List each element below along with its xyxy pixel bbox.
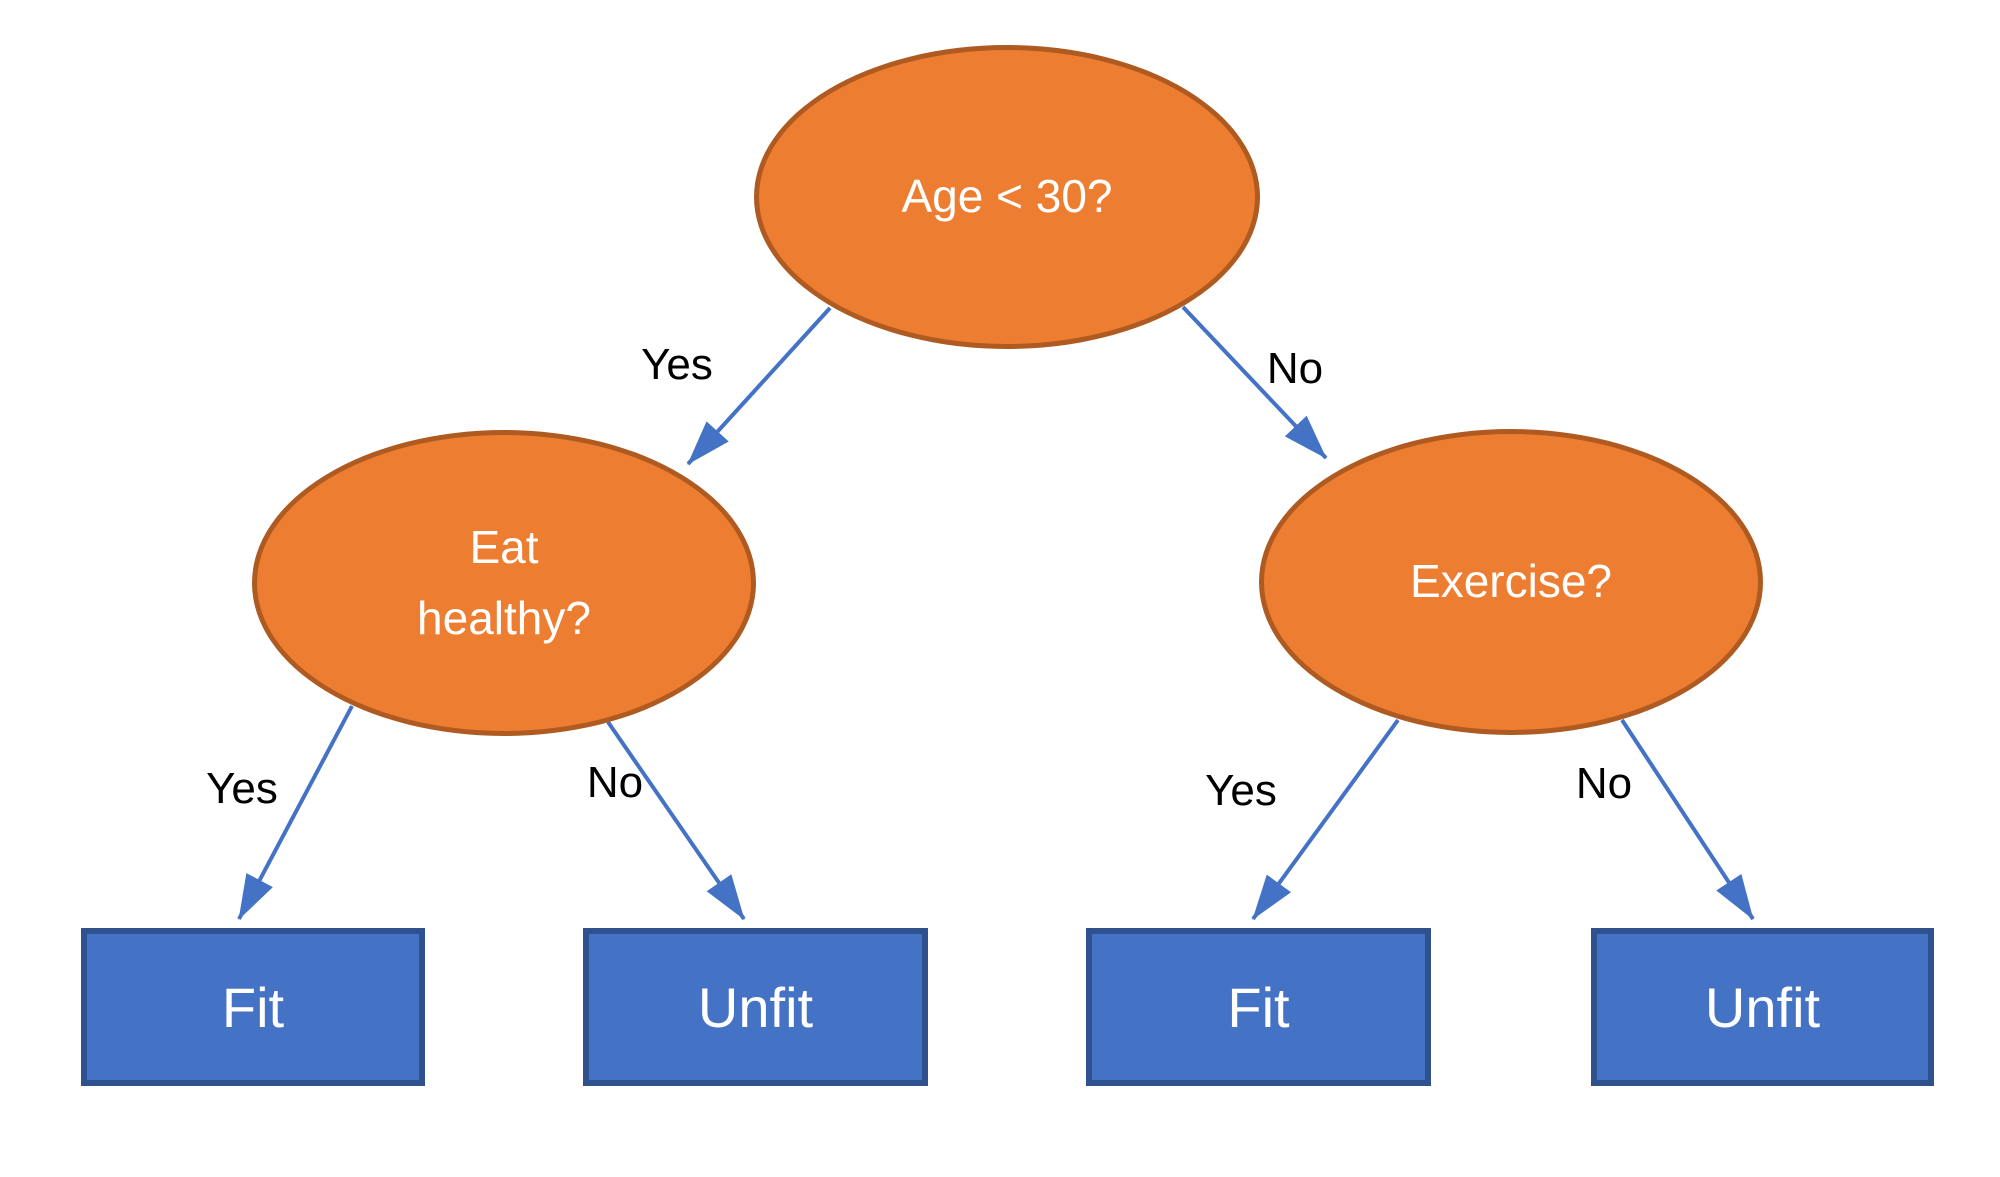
node-exercise-question: Exercise? bbox=[1259, 429, 1763, 735]
node-label: Age < 30? bbox=[901, 170, 1113, 223]
node-label: Eat healthy? bbox=[417, 520, 591, 644]
leaf-unfit-right: Unfit bbox=[1591, 928, 1934, 1086]
node-label: Fit bbox=[221, 975, 285, 1039]
edge-root-no-arrow bbox=[1181, 305, 1328, 460]
edge-right-no-arrow bbox=[1620, 718, 1755, 921]
node-label: Exercise? bbox=[1410, 555, 1612, 608]
node-label: Unfit bbox=[1704, 975, 1821, 1039]
edge-label-right-yes: Yes bbox=[1205, 766, 1277, 815]
leaf-fit-right: Fit bbox=[1086, 928, 1431, 1086]
edge-label-left-no: No bbox=[586, 758, 644, 807]
edge-left-no-arrow bbox=[606, 720, 746, 921]
node-eat-healthy-question: Eat healthy? bbox=[252, 430, 756, 736]
edge-label-root-no: No bbox=[1266, 344, 1324, 393]
edge-label-root-yes: Yes bbox=[641, 340, 713, 389]
edge-right-yes-arrow bbox=[1251, 718, 1400, 921]
node-label: Fit bbox=[1227, 975, 1290, 1039]
edge-left-yes-arrow bbox=[237, 705, 354, 920]
edge-root-yes-arrow bbox=[686, 306, 832, 466]
leaf-fit-left: Fit bbox=[81, 928, 425, 1086]
node-age-question: Age < 30? bbox=[754, 45, 1260, 349]
leaf-unfit-left: Unfit bbox=[583, 928, 928, 1086]
edge-label-right-no: No bbox=[1575, 759, 1633, 808]
node-label: Unfit bbox=[697, 975, 814, 1039]
edge-label-left-yes: Yes bbox=[206, 764, 278, 813]
